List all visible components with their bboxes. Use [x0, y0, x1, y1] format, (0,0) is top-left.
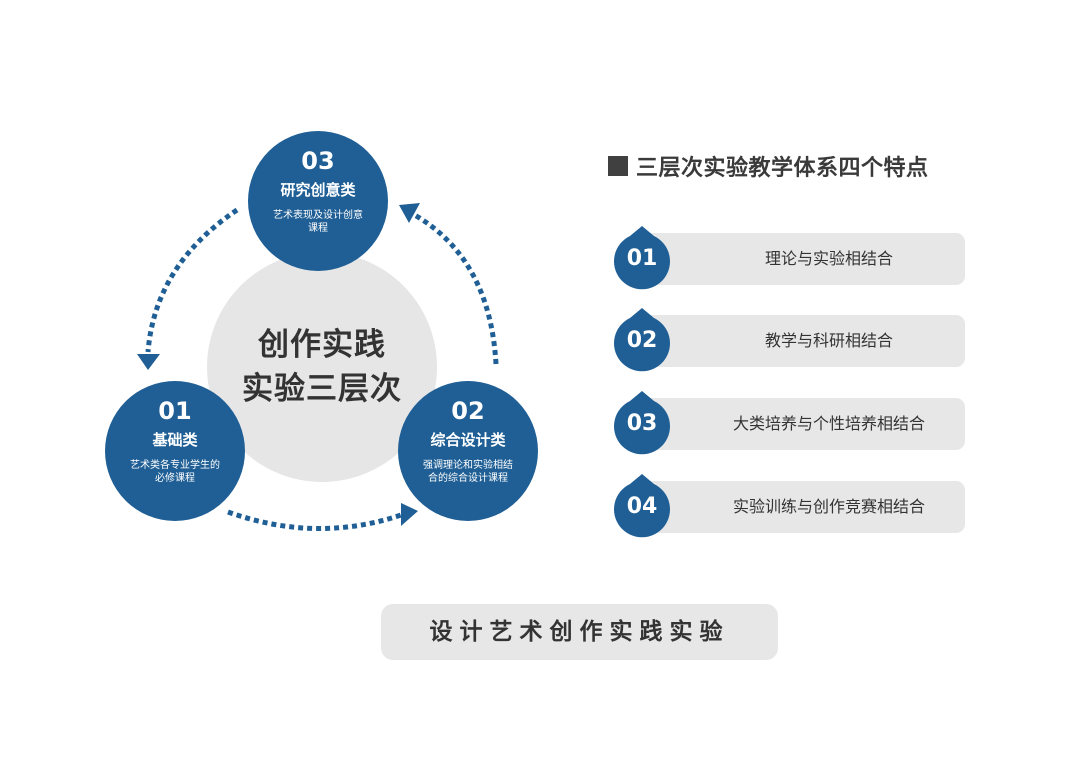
node-comprehensive-design: 02 综合设计类 强调理论和实验相结合的综合设计课程	[398, 381, 538, 521]
feature-item: 大类培养与个性培养相结合 03	[607, 389, 965, 459]
node-number: 03	[301, 147, 335, 175]
drop-badge-icon: 03	[607, 389, 677, 459]
arrowhead-03	[399, 203, 420, 223]
feature-label: 理论与实验相结合	[764, 249, 893, 268]
feature-item: 理论与实验相结合 01	[607, 224, 965, 294]
node-description: 强调理论和实验相结合的综合设计课程	[423, 460, 513, 484]
node-title: 基础类	[152, 431, 198, 449]
feature-number: 04	[626, 494, 658, 519]
feature-bar: 教学与科研相结合	[629, 315, 965, 367]
drop-badge-icon: 02	[607, 306, 677, 376]
feature-number: 03	[626, 411, 658, 436]
drop-badge-icon: 01	[607, 224, 677, 294]
node-basic: 01 基础类 艺术类各专业学生的必修课程	[105, 381, 245, 521]
center-line-1: 创作实践	[258, 327, 386, 363]
drop-badge-icon: 04	[607, 472, 677, 542]
panel-title: 三层次实验教学体系四个特点	[608, 150, 929, 182]
title-square-icon	[608, 156, 628, 176]
feature-label: 实验训练与创作竞赛相结合	[732, 497, 925, 516]
feature-bar: 理论与实验相结合	[629, 233, 965, 285]
center-circle: 创作实践 实验三层次	[207, 252, 437, 482]
feature-label: 教学与科研相结合	[764, 331, 893, 350]
node-research-creative: 03 研究创意类 艺术表现及设计创意课程	[248, 131, 388, 271]
panel-title-text: 三层次实验教学体系四个特点	[636, 156, 929, 181]
feature-item: 教学与科研相结合 02	[607, 306, 965, 376]
feature-number: 02	[626, 328, 658, 353]
feature-item: 实验训练与创作竞赛相结合 04	[607, 472, 965, 542]
node-description: 艺术类各专业学生的必修课程	[130, 460, 220, 484]
arrow-01-to-02	[227, 509, 405, 531]
bottom-banner: 设计艺术创作实践实验	[381, 604, 778, 660]
node-title: 研究创意类	[280, 181, 356, 199]
feature-label: 大类培养与个性培养相结合	[732, 414, 925, 433]
node-description: 艺术表现及设计创意课程	[273, 210, 363, 234]
center-line-2: 实验三层次	[242, 371, 402, 407]
node-number: 02	[451, 397, 485, 425]
arrow-03-to-01	[145, 207, 239, 353]
feature-bar: 大类培养与个性培养相结合	[629, 398, 965, 450]
feature-number: 01	[626, 246, 658, 271]
feature-bar: 实验训练与创作竞赛相结合	[629, 481, 965, 533]
arrowhead-02	[401, 503, 418, 526]
arrow-02-to-03	[411, 211, 499, 365]
arrowhead-01	[137, 354, 160, 370]
node-title: 综合设计类	[430, 431, 506, 449]
node-number: 01	[158, 397, 192, 425]
